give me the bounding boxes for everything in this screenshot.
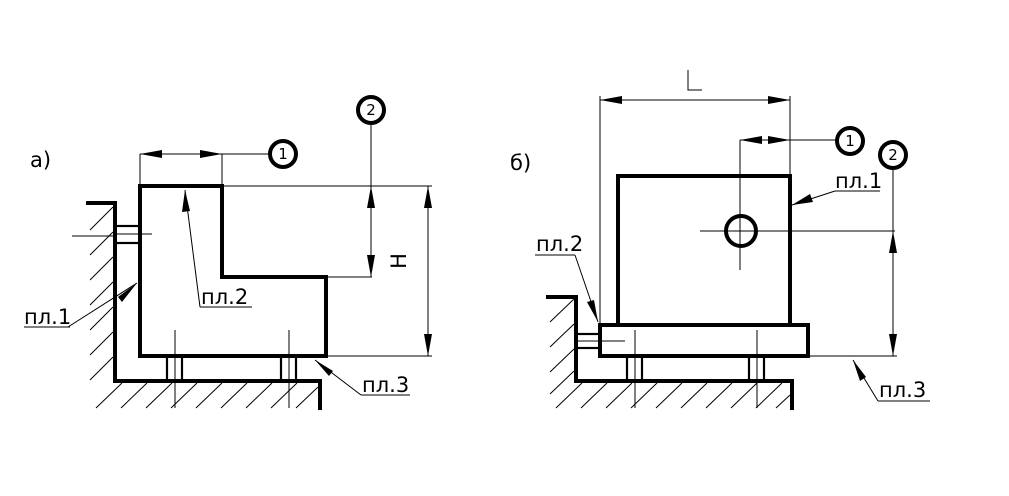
- right-label-pl1: пл.1: [835, 169, 882, 193]
- right-base-plate: [598, 323, 810, 358]
- right-block: [616, 174, 792, 327]
- left-view: а): [24, 95, 432, 410]
- right-floor-hatching: [555, 382, 791, 409]
- left-marker-1-circle: [268, 139, 298, 169]
- left-marker-2-label: 2: [366, 101, 376, 119]
- left-marker-2-circle: [356, 95, 386, 125]
- right-marker-1-label: 1: [845, 132, 855, 150]
- right-marker-2-label: 2: [888, 146, 898, 164]
- right-support-outline: [546, 295, 794, 410]
- left-marker-1-label: 1: [278, 145, 288, 163]
- right-marker-1-circle: [835, 126, 865, 156]
- left-dimension-letter: H: [387, 253, 411, 269]
- right-view-caption: б): [510, 151, 531, 175]
- left-support-outline: [86, 201, 322, 410]
- right-dimension-letter-shape: [687, 70, 702, 91]
- right-marker-2-circle: [878, 140, 908, 170]
- left-label-pl3: пл.3: [362, 373, 409, 397]
- right-label-pl2: пл.2: [536, 232, 583, 256]
- right-label-pl3: пл.3: [879, 378, 926, 402]
- left-workpiece: [138, 184, 328, 358]
- left-label-pl2: пл.2: [201, 285, 248, 309]
- left-label-pl1: пл.1: [24, 305, 71, 329]
- right-view: б): [510, 70, 930, 410]
- right-wall-hatching: [549, 298, 575, 395]
- left-view-caption: а): [30, 148, 51, 172]
- left-wall-hatching: [89, 206, 114, 381]
- left-floor-hatching: [95, 382, 319, 409]
